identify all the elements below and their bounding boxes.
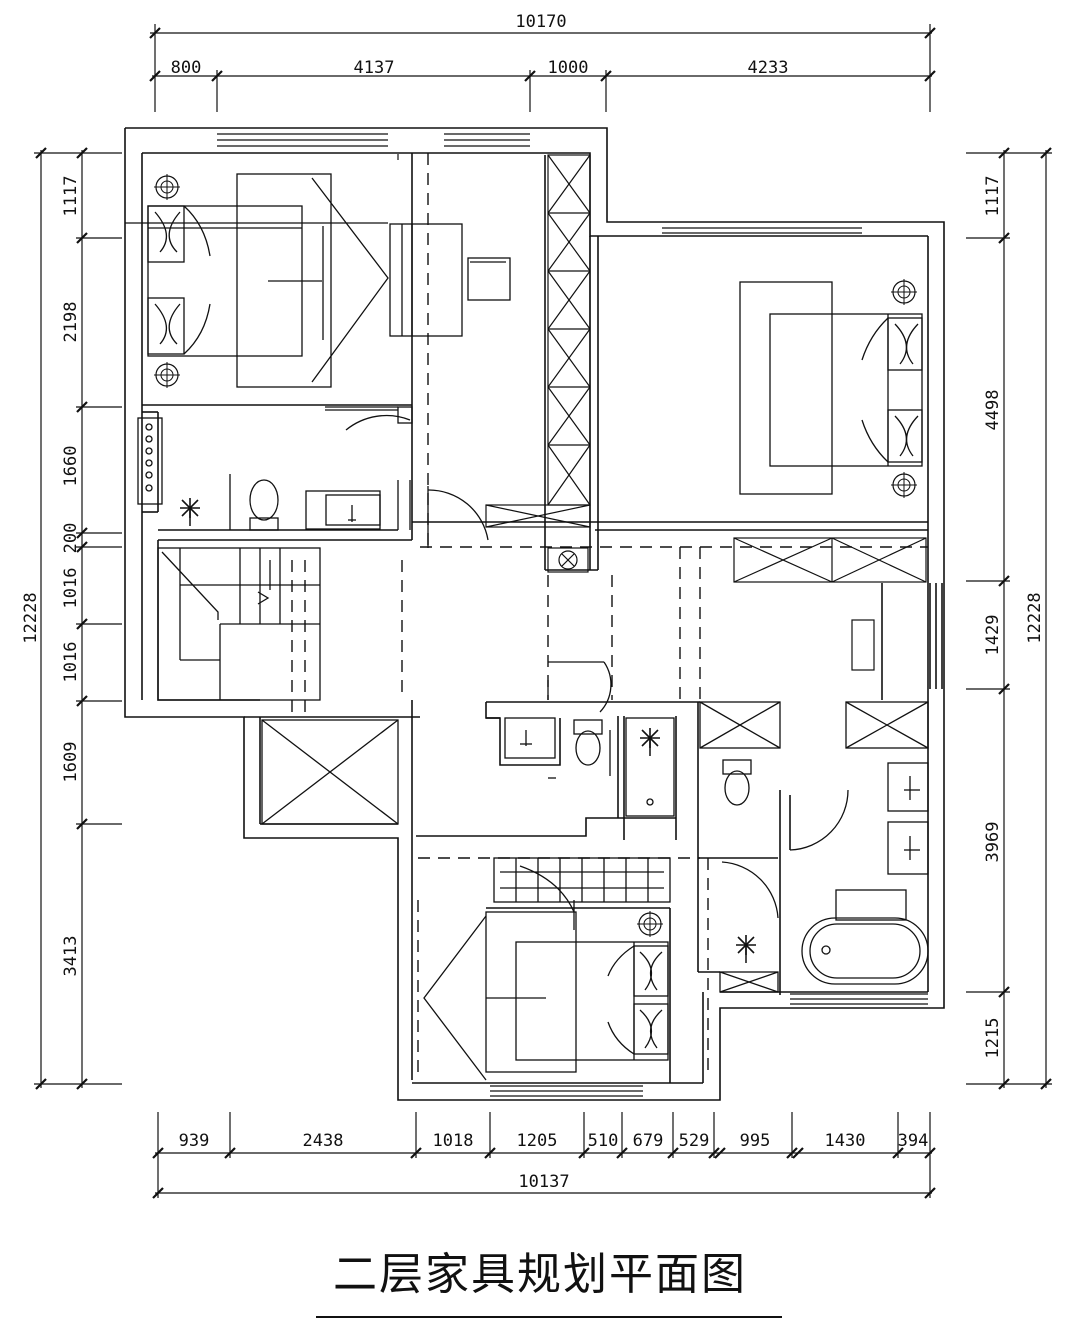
desk-top-left bbox=[389, 223, 511, 337]
dim-left-3: 200 bbox=[61, 523, 81, 554]
dim-bottom-2: 1018 bbox=[433, 1131, 474, 1151]
bathroom-top-left bbox=[137, 406, 489, 548]
dim-right-total: 12228 bbox=[1025, 592, 1045, 643]
bathroom-right bbox=[699, 701, 929, 993]
dim-left-7: 3413 bbox=[61, 936, 81, 977]
dim-top-total: 10170 bbox=[515, 12, 566, 32]
dim-left-5: 1016 bbox=[61, 642, 81, 683]
dim-left-total: 12228 bbox=[21, 592, 41, 643]
void-lower-left bbox=[261, 719, 399, 825]
dim-bottom-7: 995 bbox=[740, 1131, 771, 1151]
right-dimensions bbox=[966, 147, 1052, 1090]
bed-bottom bbox=[423, 857, 671, 1081]
dim-bottom-4: 510 bbox=[588, 1131, 619, 1151]
dim-left-4: 1016 bbox=[61, 568, 81, 609]
dim-left-6: 1609 bbox=[61, 742, 81, 783]
dim-right-2: 1429 bbox=[983, 615, 1003, 656]
dim-bottom-9: 394 bbox=[898, 1131, 929, 1151]
top-dimensions bbox=[149, 24, 936, 112]
bathroom-middle bbox=[504, 661, 675, 817]
stairs bbox=[157, 547, 321, 701]
windows bbox=[217, 133, 928, 1097]
bed-right bbox=[739, 278, 923, 499]
dim-bottom-3: 1205 bbox=[517, 1131, 558, 1151]
wardrobe-right bbox=[733, 537, 927, 671]
dim-left-1: 2198 bbox=[61, 302, 81, 343]
page-title: 二层家具规划平面图 bbox=[333, 1249, 747, 1300]
dim-right-1: 4498 bbox=[983, 390, 1003, 431]
dim-bottom-0: 939 bbox=[179, 1131, 210, 1151]
dim-bottom-5: 679 bbox=[633, 1131, 664, 1151]
dim-right-3: 3969 bbox=[983, 822, 1003, 863]
dim-bottom-6: 529 bbox=[679, 1131, 710, 1151]
title-underline bbox=[316, 1316, 782, 1318]
dim-bottom-1: 2438 bbox=[303, 1131, 344, 1151]
dim-left-0: 1117 bbox=[61, 176, 81, 217]
dim-top-1: 4137 bbox=[354, 58, 395, 78]
dim-bottom-total: 10137 bbox=[518, 1172, 569, 1192]
wardrobe-top bbox=[485, 154, 591, 573]
dim-top-0: 800 bbox=[171, 58, 202, 78]
left-dimensions bbox=[34, 147, 122, 1090]
bed-top-left bbox=[125, 173, 389, 389]
dim-right-4: 1215 bbox=[983, 1018, 1003, 1059]
dim-left-2: 1660 bbox=[61, 446, 81, 487]
bottom-dimensions bbox=[152, 1112, 936, 1199]
dim-top-3: 4233 bbox=[748, 58, 789, 78]
dim-bottom-8: 1430 bbox=[825, 1131, 866, 1151]
dim-top-2: 1000 bbox=[548, 58, 589, 78]
dim-right-0: 1117 bbox=[983, 176, 1003, 217]
walls bbox=[124, 127, 945, 1101]
